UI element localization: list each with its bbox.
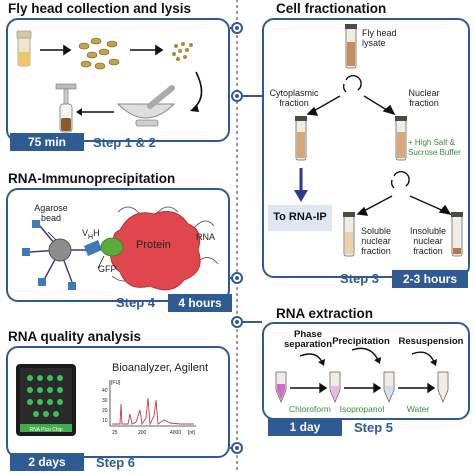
chloroform-label: Chloroform <box>288 404 332 414</box>
rnaip-step-label: Step 4 <box>116 295 156 310</box>
electropherogram-trace <box>112 397 194 426</box>
xtick-25: 25 <box>112 430 118 436</box>
agarose-bead-icon <box>48 238 72 262</box>
chip-label: RNA Pico Chip <box>29 427 63 433</box>
rnaip-time-badge: 4 hours <box>168 294 232 312</box>
quality-step-label: Step 6 <box>96 455 136 470</box>
isopropanol-tube-icon <box>329 371 341 404</box>
vhh-label-h: H <box>93 228 100 238</box>
ytick-20: 20 <box>102 408 108 414</box>
cell-time-badge: 2-3 hours <box>392 270 468 288</box>
bead-antibodies-icon <box>22 220 76 290</box>
agarose-bead-label: Agarose bead <box>34 203 68 223</box>
extraction-step-label: Step 5 <box>354 420 394 435</box>
vhh-label-sub: H <box>88 233 94 241</box>
insoluble-tube-icon <box>451 212 463 257</box>
bioanalyzer-label: Bioanalyzer, Agilent <box>112 362 209 374</box>
vhh-label-v: V <box>82 228 89 238</box>
fly-panel <box>6 18 230 142</box>
to-rnaip-label: To RNA-IP <box>273 211 327 223</box>
fly-step-label: Step 1 & 2 <box>93 135 156 150</box>
nt-label: [nt] <box>188 430 195 436</box>
centrifuge-cycle-icon-2 <box>390 170 410 189</box>
bioanalyzer-chip-icon <box>16 364 76 436</box>
chloroform-tube-icon <box>275 371 287 404</box>
soluble-fraction-label: Soluble nuclear fraction <box>360 226 392 256</box>
vhh-label: VHH <box>82 228 100 243</box>
phase-separation-label: Phase separation <box>284 329 333 350</box>
rna-label: RNA <box>196 232 216 242</box>
ytick-30: 30 <box>102 398 108 404</box>
soluble-tube-icon <box>343 212 355 257</box>
xtick-4000: 4000 <box>170 430 182 436</box>
cyto-fraction-label: Cytoplasmic fraction <box>269 88 319 108</box>
rnaip-panel-title: RNA-Immunoprecipitation <box>8 171 176 186</box>
cyto-tube-icon <box>295 116 307 161</box>
isopropanol-label: Isopropanol <box>339 404 385 414</box>
homogenizer-icon <box>55 83 77 133</box>
lysate-tube-icon <box>345 24 357 69</box>
mortar-pestle-icon <box>116 85 176 127</box>
precipitation-label: Precipitation <box>332 336 390 347</box>
gfp-icon <box>100 237 124 257</box>
to-rnaip-box <box>268 205 332 231</box>
nuclear-tube-icon <box>395 116 407 161</box>
gfp-label: GFP <box>98 264 117 274</box>
ytick-10: 10 <box>102 418 108 424</box>
resuspension-label: Resuspension <box>398 336 464 347</box>
pellet-tube-icon <box>383 371 395 404</box>
fly-panel-title: Fly head collection and lysis <box>8 1 192 16</box>
cell-step-label: Step 3 <box>340 271 380 286</box>
cell-panel-title: Cell fractionation <box>276 1 387 16</box>
extraction-panel-title: RNA extraction <box>276 306 374 321</box>
extraction-panel <box>262 322 470 420</box>
protein-label: Protein <box>136 239 171 251</box>
water-label: Water <box>406 404 430 414</box>
fly-time-badge: 75 min <box>10 133 84 151</box>
lysate-label: Fly head lysate <box>362 28 397 48</box>
insoluble-fraction-label: Insoluble nuclear fraction <box>409 226 447 256</box>
quality-time-badge: 2 days <box>10 453 84 471</box>
fu-label: [FU] <box>111 380 121 386</box>
nuclear-fraction-label: Nuclear fraction <box>408 88 440 108</box>
quality-panel-title: RNA quality analysis <box>8 329 142 344</box>
extraction-time-badge: 1 day <box>268 418 342 436</box>
ytick-40: 40 <box>102 388 108 394</box>
fly-heads-icon <box>172 42 193 61</box>
fly-vial-icon <box>16 30 32 67</box>
xtick-200: 200 <box>138 430 147 436</box>
buffer-label: + High Salt & Sucrose Buffer <box>408 138 461 157</box>
water-tube-icon <box>437 371 449 404</box>
flies-icon <box>78 37 120 70</box>
to-rnaip-arrow <box>294 190 308 202</box>
centrifuge-cycle-icon-1 <box>342 74 362 93</box>
nanobody-icon <box>84 240 102 256</box>
